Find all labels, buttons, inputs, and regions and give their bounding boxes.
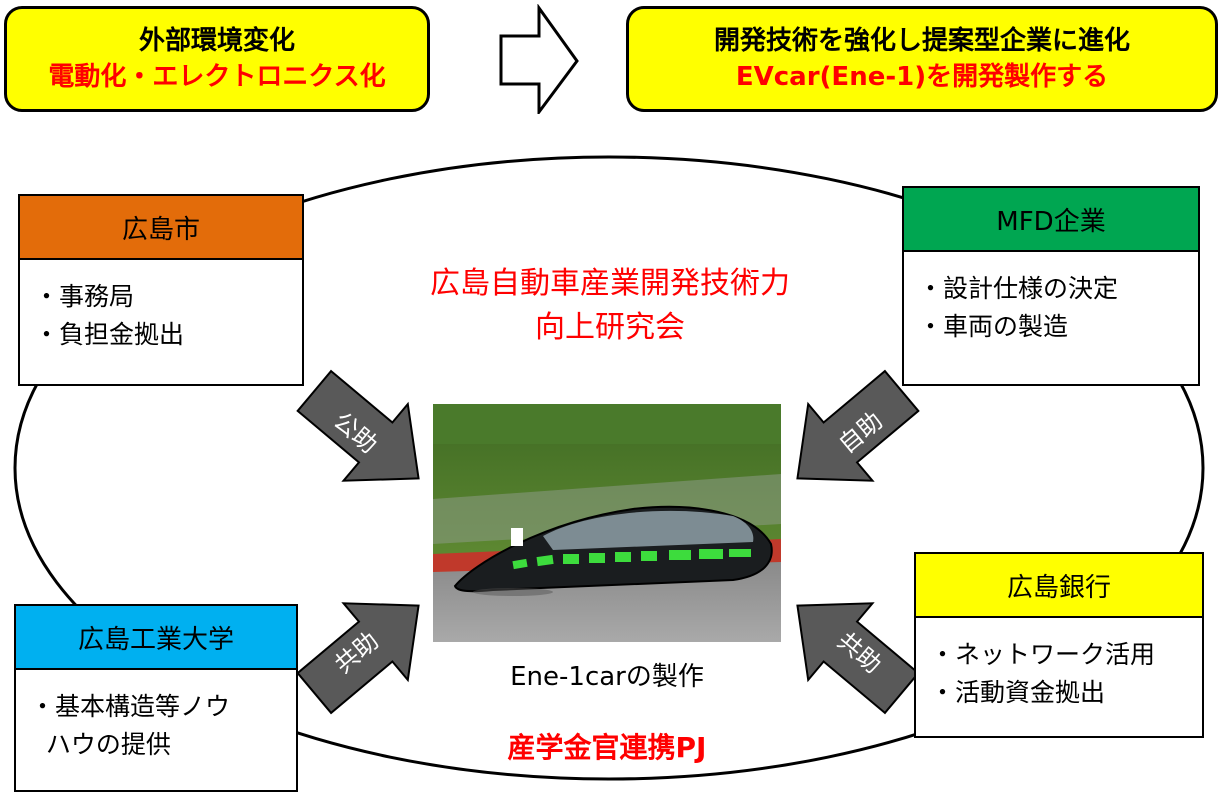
evolution-box: 開発技術を強化し提案型企業に進化 EVcar(Ene-1)を開発製作する bbox=[626, 6, 1218, 112]
hiroshima-tech-header: 広島工業大学 bbox=[16, 606, 296, 670]
research-group-title-line2: 向上研究会 bbox=[535, 310, 685, 345]
external-change-box: 外部環境変化 電動化・エレクトロニクス化 bbox=[4, 6, 430, 112]
external-change-subtitle: 電動化・エレクトロニクス化 bbox=[48, 62, 386, 92]
research-group-title-line1: 広島自動車産業開発技術力 bbox=[430, 266, 790, 301]
public-support-arrow bbox=[296, 369, 420, 482]
hiroshima-tech-item-2: ハウの提供 bbox=[30, 730, 171, 759]
hiroshima-city-card: 広島市 ・事務局 ・負担金拠出 bbox=[18, 194, 304, 386]
self-support-arrow bbox=[796, 369, 920, 482]
hiroshima-tech-item-1: ・基本構造等ノウ bbox=[30, 692, 231, 721]
hiroshima-bank-items: ・ネットワーク活用 ・活動資金拠出 bbox=[916, 618, 1202, 712]
hiroshima-city-item-2: ・負担金拠出 bbox=[34, 320, 185, 349]
mutual-support-right-arrow bbox=[796, 602, 920, 715]
car-production-caption: Ene-1carの製作 bbox=[510, 662, 704, 692]
mfd-company-item-2: ・車両の製造 bbox=[918, 312, 1069, 341]
hiroshima-bank-item-1: ・ネットワーク活用 bbox=[930, 640, 1156, 669]
hiroshima-tech-items: ・基本構造等ノウ ハウの提供 bbox=[16, 670, 296, 764]
right-hollow-arrow-icon bbox=[499, 4, 579, 114]
hiroshima-tech-card: 広島工業大学 ・基本構造等ノウ ハウの提供 bbox=[14, 604, 298, 792]
mfd-company-card: MFD企業 ・設計仕様の決定 ・車両の製造 bbox=[902, 186, 1200, 386]
hiroshima-city-item-1: ・事務局 bbox=[34, 282, 135, 311]
project-label: 産学金官連携PJ bbox=[507, 731, 707, 764]
hiroshima-bank-card: 広島銀行 ・ネットワーク活用 ・活動資金拠出 bbox=[914, 552, 1204, 738]
mutual-support-left-arrow bbox=[296, 602, 420, 715]
mfd-company-items: ・設計仕様の決定 ・車両の製造 bbox=[904, 252, 1198, 346]
ene1-car-photo bbox=[433, 404, 781, 642]
mfd-company-item-1: ・設計仕様の決定 bbox=[918, 274, 1119, 303]
evolution-title: 開発技術を強化し提案型企業に進化 bbox=[713, 26, 1130, 56]
hiroshima-city-items: ・事務局 ・負担金拠出 bbox=[20, 260, 302, 354]
mfd-company-header: MFD企業 bbox=[904, 188, 1198, 252]
external-change-title: 外部環境変化 bbox=[138, 26, 295, 56]
hiroshima-city-header: 広島市 bbox=[20, 196, 302, 260]
hiroshima-bank-item-2: ・活動資金拠出 bbox=[930, 678, 1106, 707]
research-group-title: 広島自動車産業開発技術力 向上研究会 bbox=[330, 262, 890, 350]
evolution-subtitle: EVcar(Ene-1)を開発製作する bbox=[735, 62, 1109, 92]
hiroshima-bank-header: 広島銀行 bbox=[916, 554, 1202, 618]
